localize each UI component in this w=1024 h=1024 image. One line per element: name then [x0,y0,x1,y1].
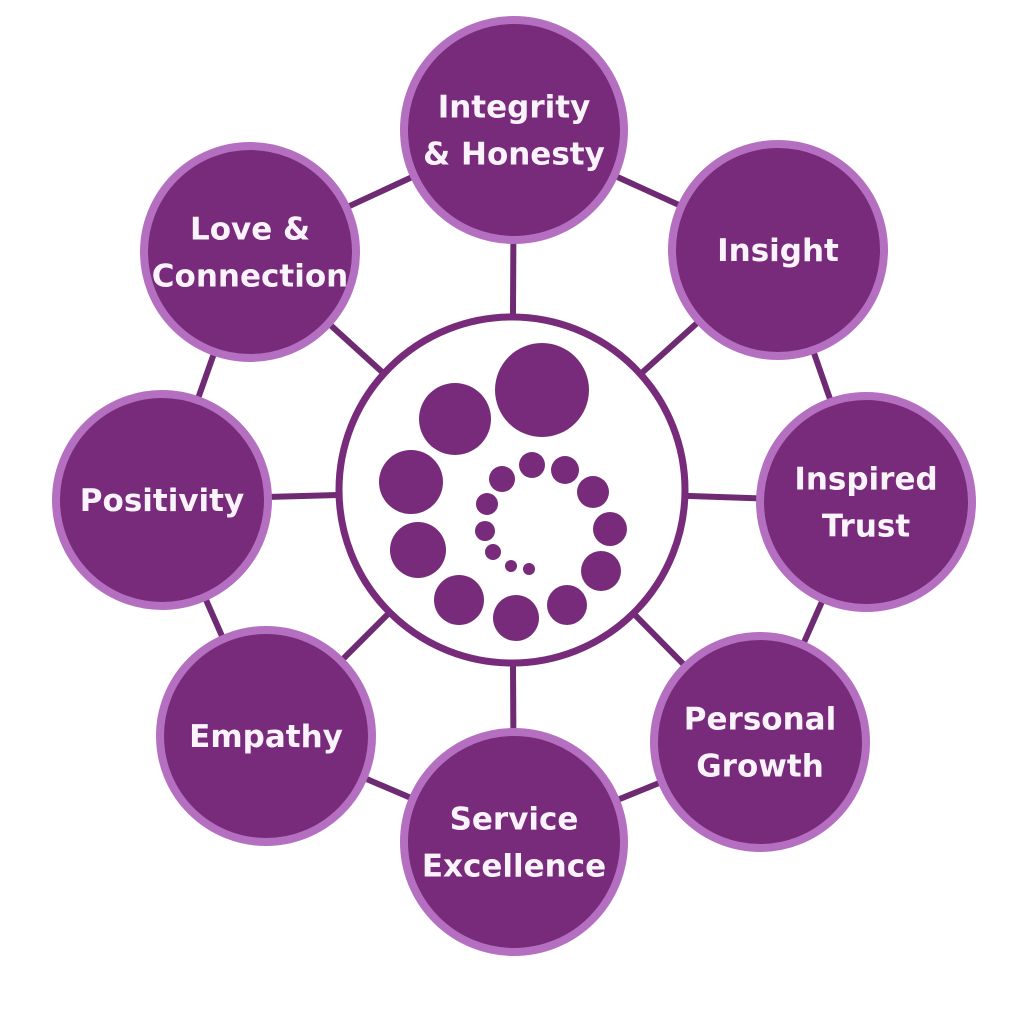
spiral-dot [485,544,501,560]
node-label: Insight [717,233,839,269]
node-label: Positivity [80,483,244,519]
node-label: Connection [152,259,348,295]
node-love-connection: Love & Connection [140,142,360,362]
node-label: Integrity [438,90,591,126]
spiral-dot [593,512,627,546]
spiral-dot [489,466,515,492]
spiral-dot [476,493,498,515]
node-label: Service [450,802,579,838]
spiral-dot [505,560,517,572]
spiral-dot [379,450,443,514]
node-label: Growth [696,749,824,785]
node-insight: Insight [668,140,888,360]
node-label: & Honesty [423,137,605,173]
spiral-dot [493,595,539,641]
node-circle [140,142,360,362]
spiral-dot [551,456,579,484]
node-label: Personal [684,702,836,738]
node-circle [156,626,376,846]
node-label: Love & [190,212,310,248]
spiral-dot [419,383,491,455]
node-empathy: Empathy [156,626,376,846]
node-circle [756,392,976,612]
node-label: Inspired [794,462,937,498]
node-circle [52,390,272,610]
node-label: Trust [822,509,911,545]
spiral-dot [547,585,587,625]
node-integrity-honesty: Integrity & Honesty [400,16,628,244]
node-positivity: Positivity [52,390,272,610]
spiral-dot [577,476,609,508]
spiral-dot [434,575,484,625]
node-circle [400,16,628,244]
spiral-dot [523,563,535,575]
node-circle [400,728,628,956]
node-label: Excellence [422,849,606,885]
value-nodes: Integrity & HonestyInsightInspiredTrustPe… [52,16,976,956]
hub [335,313,689,667]
spiral-dots-icon [379,343,627,641]
spiral-dot [390,522,446,578]
node-circle [668,140,888,360]
spiral-dot [495,343,589,437]
spiral-dot [475,521,495,541]
spiral-dot [581,551,621,591]
spiral-dot [519,452,545,478]
node-circle [650,632,870,852]
node-label: Empathy [189,719,343,755]
